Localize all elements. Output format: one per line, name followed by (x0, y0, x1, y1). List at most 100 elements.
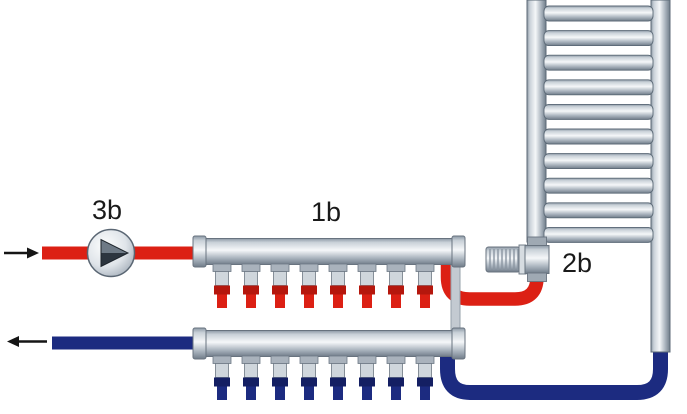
supply-outlet (212, 263, 232, 308)
supply-manifold-outlets (212, 263, 435, 308)
radiator-left-pipe (526, 0, 547, 243)
outlet-valve-body (244, 271, 258, 286)
return-pipe-radiator-elbow (440, 340, 668, 400)
valve-bottom-nut (527, 272, 547, 282)
outlet-collar (328, 355, 348, 364)
outlet-pipe-stub (217, 294, 227, 308)
outlet-valve-body (389, 363, 403, 378)
supply-outlet (270, 263, 290, 308)
radiator-rung (543, 128, 654, 145)
supply-outlet (415, 263, 435, 308)
outlet-collar (241, 355, 261, 364)
return-manifold-left-cap (192, 327, 207, 360)
outlet-pipe-stub (420, 386, 430, 400)
outlet-union-nut (272, 285, 288, 295)
radiator-rung (543, 5, 654, 22)
outlet-pipe-stub (304, 386, 314, 400)
outlet-valve-body (215, 271, 229, 286)
outlet-pipe-stub (362, 294, 372, 308)
supply-outlet (328, 263, 348, 308)
flow-out-arrow (7, 336, 47, 347)
outlet-pipe-stub (420, 294, 430, 308)
outlet-valve-body (418, 363, 432, 378)
supply-pipe-valve-elbow (440, 255, 544, 306)
outlet-pipe-stub (304, 294, 314, 308)
outlet-collar (357, 263, 377, 272)
supply-outlet (357, 263, 377, 308)
outlet-pipe-stub (391, 294, 401, 308)
radiator-rung (543, 177, 654, 194)
valve-knob-ridges (489, 249, 519, 270)
pump-label: 3b (92, 195, 122, 225)
outlet-collar (328, 263, 348, 272)
outlet-collar (386, 355, 406, 364)
outlet-union-nut (301, 285, 317, 295)
return-manifold-right-cap (451, 327, 466, 360)
outlet-union-nut (417, 285, 433, 295)
outlet-valve-body (331, 271, 345, 286)
outlet-pipe-stub (362, 386, 372, 400)
circulation-pump (86, 228, 136, 278)
radiator-rung (543, 103, 654, 120)
outlet-pipe-stub (246, 386, 256, 400)
radiator-valve-label: 2b (562, 248, 592, 278)
return-manifold (192, 327, 466, 400)
radiator-rungs (543, 5, 654, 243)
outlet-union-nut (214, 285, 230, 295)
outlet-collar (212, 355, 232, 364)
return-manifold-body (195, 330, 463, 357)
outlet-pipe-stub (333, 386, 343, 400)
outlet-union-nut (330, 285, 346, 295)
outlet-valve-body (360, 363, 374, 378)
supply-manifold-label: 1b (311, 197, 341, 227)
outlet-collar (299, 355, 319, 364)
outlet-valve-body (418, 271, 432, 286)
outlet-collar (415, 355, 435, 364)
radiator-right-pipe (650, 0, 671, 353)
return-outlet (415, 355, 435, 400)
outlet-valve-body (215, 363, 229, 378)
outlet-collar (241, 263, 261, 272)
supply-manifold-body (195, 238, 463, 265)
outlet-union-nut (388, 285, 404, 295)
outlet-valve-body (389, 271, 403, 286)
return-outlet (270, 355, 290, 400)
valve-body (524, 245, 550, 274)
outlet-union-nut (243, 377, 259, 387)
supply-outlet (241, 263, 261, 308)
pump-rotor-icon (100, 238, 130, 268)
return-outlet (328, 355, 348, 400)
outlet-valve-body (273, 363, 287, 378)
flow-in-arrow (4, 247, 39, 259)
radiator-rung (543, 54, 654, 71)
outlet-union-nut (214, 377, 230, 387)
return-outlet (241, 355, 261, 400)
outlet-valve-body (244, 363, 258, 378)
outlet-union-nut (272, 377, 288, 387)
outlet-valve-body (331, 363, 345, 378)
outlet-valve-body (302, 271, 316, 286)
outlet-pipe-stub (275, 294, 285, 308)
return-outlet (299, 355, 319, 400)
towel-radiator (526, 0, 671, 353)
outlet-union-nut (301, 377, 317, 387)
outlet-union-nut (330, 377, 346, 387)
outlet-collar (270, 355, 290, 364)
outlet-union-nut (417, 377, 433, 387)
radiator-rung (543, 202, 654, 219)
supply-manifold-right-cap (451, 235, 466, 268)
outlet-collar (357, 355, 377, 364)
return-manifold-outlets (212, 355, 435, 400)
outlet-collar (212, 263, 232, 272)
radiator-rung (543, 79, 654, 96)
outlet-collar (270, 263, 290, 272)
outlet-union-nut (359, 285, 375, 295)
return-outlet (386, 355, 406, 400)
outlet-valve-body (360, 271, 374, 286)
valve-top-nut (527, 236, 547, 247)
outlet-pipe-stub (333, 294, 343, 308)
outlet-collar (299, 263, 319, 272)
valve-knob (485, 244, 527, 275)
outlet-pipe-stub (246, 294, 256, 308)
